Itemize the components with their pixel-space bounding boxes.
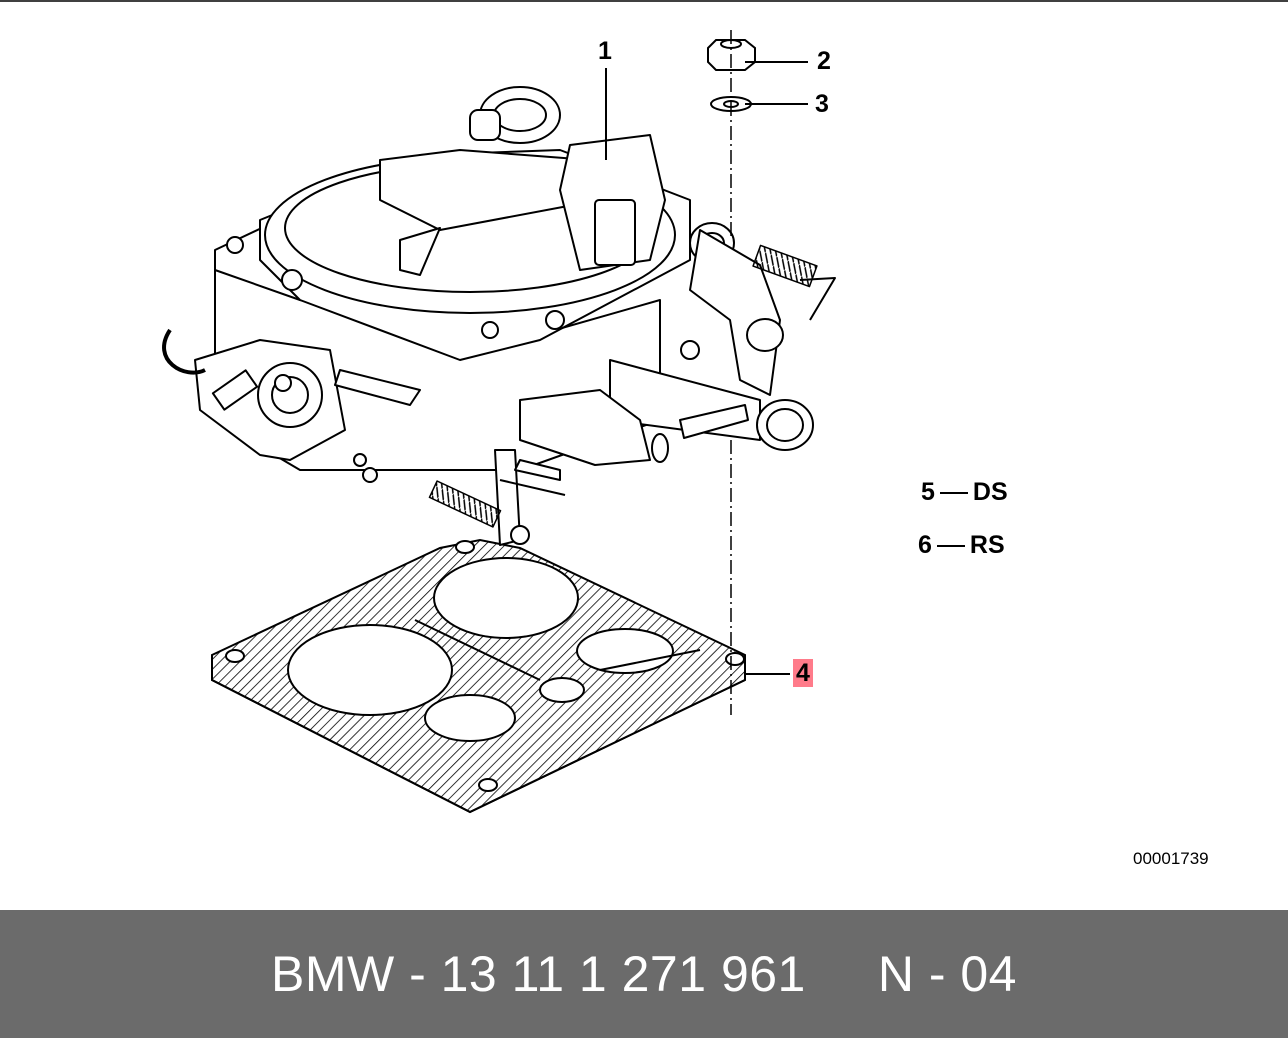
legend-dash: [936, 544, 965, 547]
legend-item-ds: 5 DS: [921, 480, 1008, 505]
callout-2-label: 2: [817, 47, 831, 75]
part-number-title: BMW - 13 11 1 271 961 N - 04: [271, 946, 1017, 1002]
callout-3-label: 3: [815, 90, 829, 118]
legend-number: 6: [918, 531, 932, 559]
gasket: [211, 538, 746, 814]
carburetor-exploded-view: [0, 0, 1288, 814]
legend-item-rs: 6 RS: [918, 533, 1005, 558]
legend-number: 5: [921, 478, 935, 506]
diagram-number: 00001739: [1133, 849, 1209, 868]
callout-4-label: 4: [793, 659, 813, 687]
carburetor-body: [162, 86, 836, 546]
callout-2[interactable]: 2: [817, 49, 831, 74]
legend-dash: [939, 491, 968, 494]
callout-3[interactable]: 3: [815, 92, 829, 117]
footer-bar: BMW - 13 11 1 271 961 N - 04: [0, 910, 1288, 1038]
legend-code: DS: [972, 478, 1008, 506]
leader-lines: [605, 61, 808, 675]
callout-4[interactable]: 4: [793, 659, 813, 687]
callout-1[interactable]: 1: [598, 39, 612, 64]
legend-code: RS: [969, 531, 1005, 559]
parts-diagram: 1 2 3 4 5 DS 6 RS 00001739: [0, 0, 1288, 868]
callout-1-label: 1: [598, 37, 612, 65]
